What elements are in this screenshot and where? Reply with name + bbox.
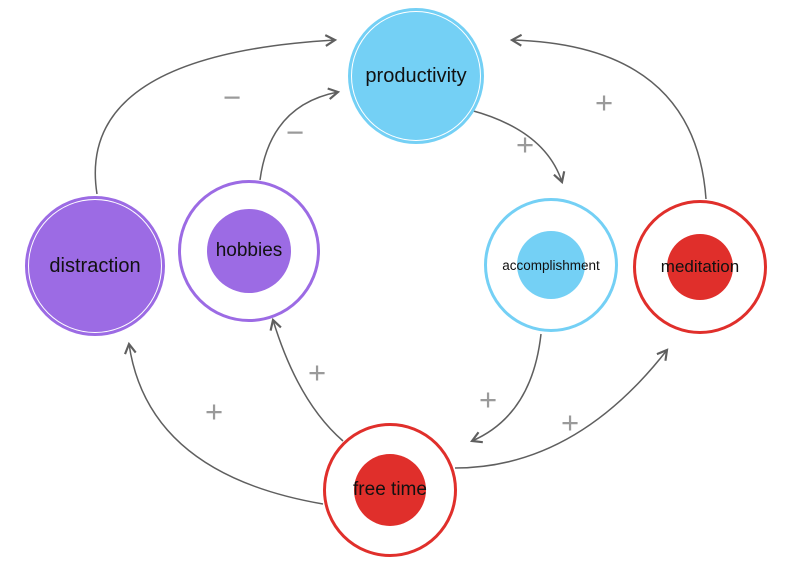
node-distraction[interactable]: distraction — [25, 196, 165, 336]
node-accomplishment-disk — [517, 231, 585, 299]
sign-meditation-productivity: + — [595, 85, 613, 120]
node-free-time-disk — [354, 454, 426, 526]
node-accomplishment-label: accomplishment — [502, 257, 600, 273]
edge-freetime-meditation[interactable] — [454, 348, 669, 469]
node-free-time-label: free time — [353, 479, 427, 500]
node-free-time[interactable]: free time — [323, 423, 457, 557]
sign-distraction-productivity: − — [223, 80, 241, 115]
node-productivity-label: productivity — [365, 64, 467, 87]
node-accomplishment[interactable]: accomplishment — [484, 198, 618, 332]
sign-freetime-hobbies: + — [308, 355, 326, 390]
node-meditation-disk — [667, 234, 733, 300]
edge-distraction-productivity[interactable] — [94, 34, 338, 195]
sign-freetime-distraction: + — [205, 394, 223, 429]
edge-productivity-accomplishment[interactable] — [469, 109, 566, 185]
edge-meditation-productivity[interactable] — [509, 33, 707, 200]
sign-hobbies-productivity: − — [286, 115, 304, 150]
node-productivity-disk — [352, 12, 480, 140]
node-hobbies[interactable]: hobbies — [178, 180, 320, 322]
node-distraction-label: distraction — [49, 254, 141, 277]
sign-accomplishment-freetime: + — [479, 382, 497, 417]
sign-productivity-accomplishment: + — [516, 127, 534, 162]
node-productivity[interactable]: productivity — [348, 8, 484, 144]
node-hobbies-label: hobbies — [215, 240, 283, 261]
node-meditation[interactable]: meditation — [633, 200, 767, 334]
edge-freetime-hobbies[interactable] — [269, 317, 344, 442]
edge-accomplishment-freetime[interactable] — [470, 333, 542, 444]
node-hobbies-disk — [207, 209, 291, 293]
edge-hobbies-productivity[interactable] — [259, 87, 341, 181]
edge-freetime-distraction[interactable] — [124, 341, 324, 505]
node-meditation-label: meditation — [660, 257, 740, 276]
node-distraction-disk — [29, 200, 161, 332]
sign-freetime-meditation: + — [561, 405, 579, 440]
